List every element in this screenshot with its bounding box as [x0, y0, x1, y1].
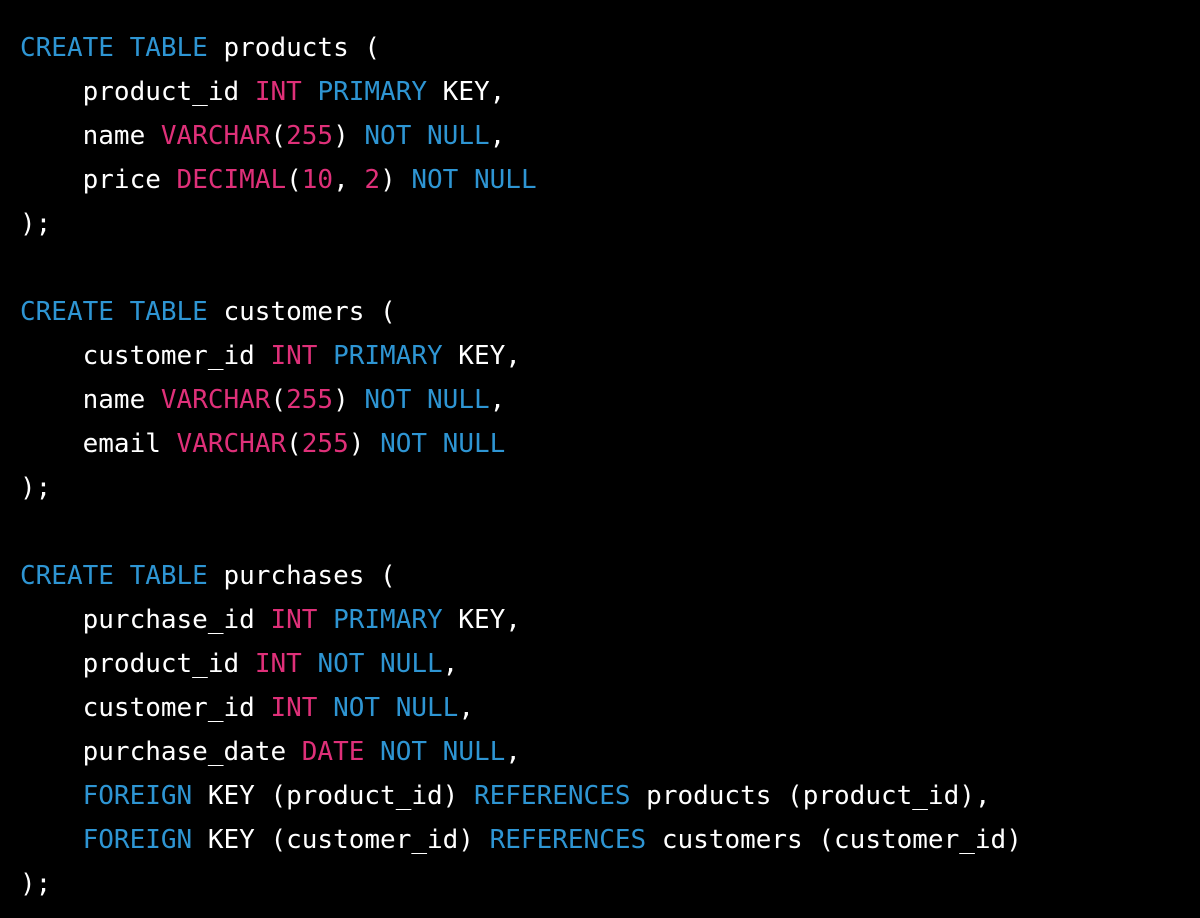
code-token-plain: product_id — [20, 77, 255, 107]
code-token-plain: name — [20, 385, 161, 415]
code-token-builtin: DATE — [301, 737, 365, 767]
code-token-keyword: NOT NULL — [364, 385, 490, 415]
code-token-builtin: 255 — [286, 121, 334, 151]
code-line: FOREIGN KEY (product_id) REFERENCES prod… — [20, 774, 1180, 818]
code-line-blank — [20, 246, 1180, 290]
code-token-builtin: VARCHAR — [160, 121, 271, 151]
code-token-plain — [317, 605, 333, 635]
code-token-plain: , — [458, 693, 474, 723]
code-token-builtin: VARCHAR — [176, 429, 287, 459]
code-line: FOREIGN KEY (customer_id) REFERENCES cus… — [20, 818, 1180, 862]
code-token-plain: KEY (product_id) — [192, 781, 474, 811]
code-line: product_id INT PRIMARY KEY, — [20, 70, 1180, 114]
code-token-plain: purchase_id — [20, 605, 271, 635]
code-token-plain: products ( — [207, 33, 381, 63]
code-token-plain: , — [442, 649, 459, 679]
code-line: purchase_id INT PRIMARY KEY, — [20, 598, 1180, 642]
code-token-plain — [20, 825, 83, 855]
code-token-keyword: REFERENCES — [473, 781, 631, 811]
code-token-plain — [364, 737, 380, 767]
code-token-plain: ( — [270, 121, 287, 151]
code-token-plain: , — [489, 121, 506, 151]
code-token-keyword: NOT NULL — [364, 121, 490, 151]
code-token-keyword: NOT NULL — [333, 693, 459, 723]
code-token-plain: email — [20, 429, 177, 459]
code-token-plain — [20, 781, 83, 811]
code-line: purchase_date DATE NOT NULL, — [20, 730, 1180, 774]
code-token-builtin: INT — [254, 77, 302, 107]
code-token-builtin: INT — [270, 605, 318, 635]
code-line: CREATE TABLE customers ( — [20, 290, 1180, 334]
code-token-keyword: PRIMARY — [333, 605, 443, 635]
code-token-keyword: PRIMARY — [333, 341, 443, 371]
code-token-builtin: 10 — [301, 165, 334, 195]
code-token-plain — [302, 77, 318, 107]
code-line: email VARCHAR(255) NOT NULL — [20, 422, 1180, 466]
code-token-plain: ( — [286, 429, 302, 459]
code-token-plain: products (product_id), — [630, 781, 991, 811]
code-token-keyword: CREATE TABLE — [20, 297, 208, 327]
code-token-builtin: INT — [254, 649, 302, 679]
code-token-plain — [317, 693, 333, 723]
code-token-keyword: NOT NULL — [317, 649, 443, 679]
code-token-plain: ); — [20, 473, 52, 503]
code-token-plain: customer_id — [20, 693, 271, 723]
code-token-builtin: 255 — [301, 429, 349, 459]
code-token-plain: ( — [286, 165, 302, 195]
code-token-plain: price — [20, 165, 177, 195]
code-line: customer_id INT NOT NULL, — [20, 686, 1180, 730]
code-token-keyword: NOT NULL — [411, 165, 537, 195]
code-line: CREATE TABLE purchases ( — [20, 554, 1180, 598]
code-token-keyword: REFERENCES — [489, 825, 647, 855]
code-token-plain: product_id — [20, 649, 255, 679]
code-token-plain — [302, 649, 318, 679]
code-token-builtin: INT — [270, 693, 318, 723]
code-token-plain: ( — [270, 385, 287, 415]
code-token-plain: , — [333, 165, 365, 195]
code-token-plain: customers (customer_id) — [646, 825, 1022, 855]
code-token-builtin: DECIMAL — [176, 165, 287, 195]
code-token-plain: KEY, — [442, 341, 521, 371]
code-line: name VARCHAR(255) NOT NULL, — [20, 114, 1180, 158]
code-line: customer_id INT PRIMARY KEY, — [20, 334, 1180, 378]
code-token-keyword: CREATE TABLE — [20, 33, 208, 63]
code-token-plain: name — [20, 121, 161, 151]
code-token-plain: purchase_date — [20, 737, 302, 767]
code-token-plain: , — [489, 385, 506, 415]
code-token-keyword: NOT NULL — [380, 737, 506, 767]
code-line: name VARCHAR(255) NOT NULL, — [20, 378, 1180, 422]
code-token-plain: KEY, — [442, 605, 521, 635]
code-line-blank — [20, 510, 1180, 554]
code-token-plain: ); — [20, 209, 52, 239]
code-line: ); — [20, 466, 1180, 510]
code-token-plain: ) — [348, 429, 381, 459]
code-token-plain: customer_id — [20, 341, 271, 371]
code-token-builtin: VARCHAR — [160, 385, 271, 415]
code-line: ); — [20, 202, 1180, 246]
code-token-plain: ) — [333, 121, 365, 151]
code-token-plain: ) — [333, 385, 365, 415]
code-token-keyword: FOREIGN — [82, 781, 193, 811]
code-token-plain: customers ( — [207, 297, 396, 327]
code-token-plain: purchases ( — [207, 561, 396, 591]
code-token-plain: KEY (customer_id) — [192, 825, 490, 855]
code-token-plain: KEY, — [427, 77, 506, 107]
code-line: product_id INT NOT NULL, — [20, 642, 1180, 686]
code-token-keyword: PRIMARY — [317, 77, 428, 107]
code-token-keyword: CREATE TABLE — [20, 561, 208, 591]
code-token-plain: ); — [20, 869, 52, 899]
code-token-builtin: INT — [270, 341, 318, 371]
code-token-plain — [317, 341, 333, 371]
code-token-plain: ) — [380, 165, 412, 195]
code-token-keyword: NOT NULL — [380, 429, 506, 459]
code-token-plain: , — [505, 737, 521, 767]
code-token-keyword: FOREIGN — [82, 825, 193, 855]
code-token-builtin: 255 — [286, 385, 334, 415]
code-token-builtin: 2 — [364, 165, 381, 195]
code-line: price DECIMAL(10, 2) NOT NULL — [20, 158, 1180, 202]
code-line: ); — [20, 862, 1180, 906]
code-line: CREATE TABLE products ( — [20, 26, 1180, 70]
